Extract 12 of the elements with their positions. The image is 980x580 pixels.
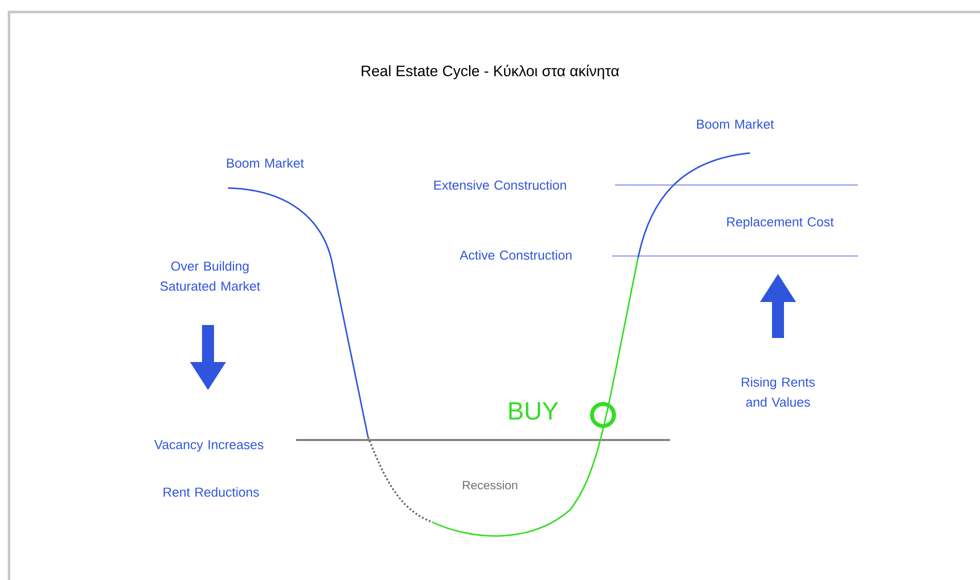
label: Recession xyxy=(462,480,518,490)
label: Boom Market xyxy=(227,158,304,168)
label: Replacement Cost xyxy=(727,216,834,230)
label: Rising Rents and Values xyxy=(742,377,815,407)
title: Real Estate Cycle - Κύκλοι στα ακίνητα xyxy=(362,64,619,80)
label: Over Building Saturated Market xyxy=(160,261,260,291)
label: Boom Market xyxy=(697,119,774,129)
label: Extensive Construction xyxy=(434,180,566,190)
label: Rent Reductions xyxy=(164,487,259,497)
label: Active Construction xyxy=(460,250,572,260)
label: Vacancy Increases xyxy=(154,440,264,452)
buy-label: BUY xyxy=(509,402,558,420)
